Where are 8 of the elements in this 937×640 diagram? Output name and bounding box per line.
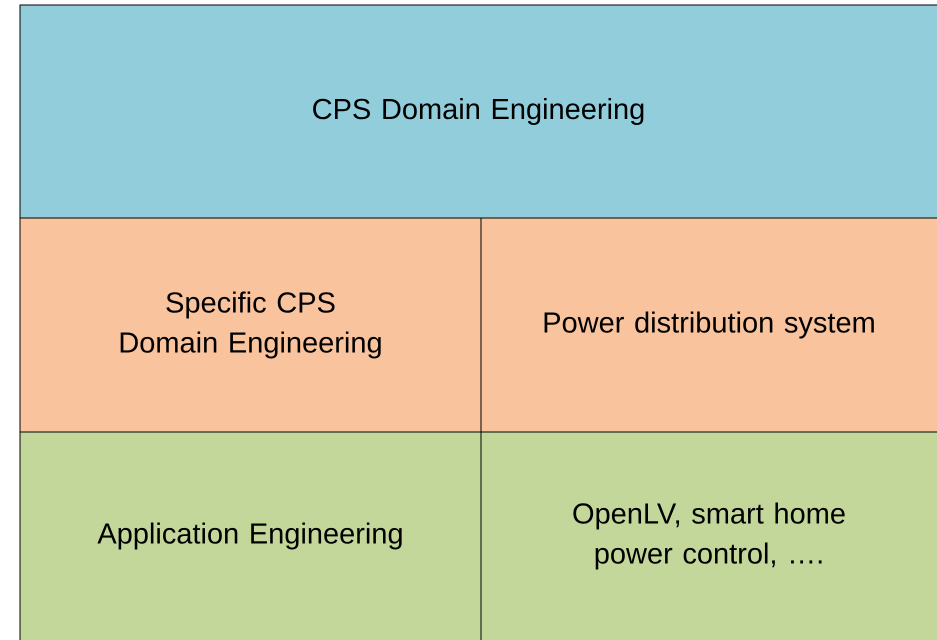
cell: Application Engineering (20, 432, 482, 640)
cell: CPS Domain Engineering (20, 4, 937, 218)
node-label: Application Engineering (97, 522, 402, 550)
node-label: Power distribution system (544, 311, 874, 339)
cell: Power distribution system (480, 218, 937, 432)
cell: Specific CPS Domain Engineering (20, 218, 482, 432)
cell: OpenLV, smart home power control, …. (480, 432, 937, 640)
node-label: OpenLV, smart home power control, …. (573, 502, 845, 570)
